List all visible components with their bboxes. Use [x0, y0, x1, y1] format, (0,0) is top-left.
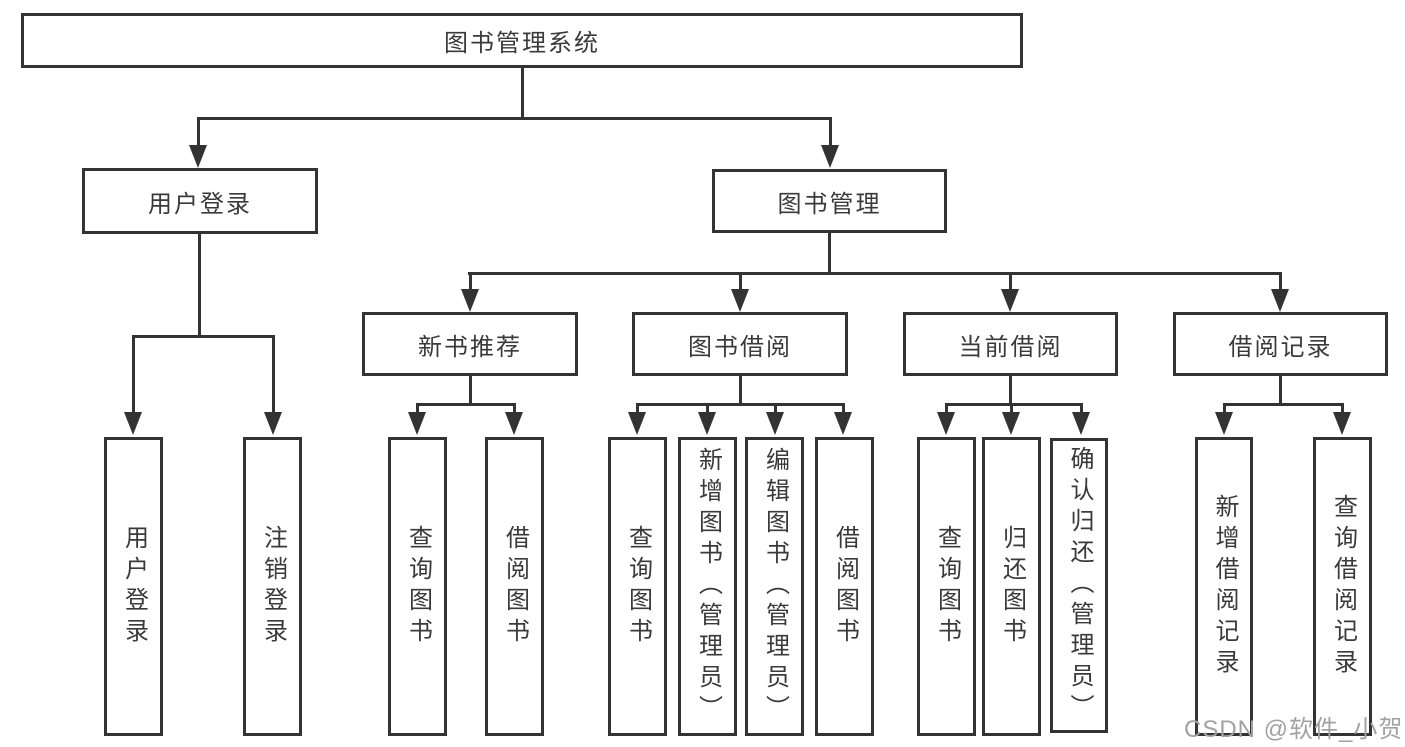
node-user-login: 用户登录 [82, 168, 318, 234]
arrow-to-book-borrow [731, 289, 749, 312]
connector-borrowrecord-down [1279, 376, 1282, 405]
connector-login-leaf2-stem [272, 335, 275, 414]
node-add-book-admin: 新增图书（管理员） [678, 437, 737, 736]
connector-root-stem [521, 68, 524, 119]
connector-newbook-leaf2-stem [513, 403, 516, 414]
arrow-to-query-borrow-record [1333, 412, 1351, 435]
connector-borrowrecord-stem [1279, 272, 1282, 292]
node-query-borrow-record: 查询借阅记录 [1313, 437, 1372, 736]
node-confirm-return-admin: 确认归还（管理员） [1050, 438, 1108, 733]
node-add-borrow-record: 新增借阅记录 [1195, 437, 1253, 736]
connector-newbook-down [469, 376, 472, 405]
connector-currentborrow-stem [1009, 272, 1012, 292]
connector-borrowrecord-rail [1223, 403, 1344, 406]
node-query-book-a: 查询图书 [388, 437, 447, 736]
node-return-book: 归还图书 [982, 437, 1041, 736]
connector-bb-leaf1-stem [636, 403, 639, 414]
connector-user-login-down [198, 234, 201, 337]
node-book-borrow: 图书借阅 [632, 312, 848, 376]
arrow-to-logout [264, 412, 282, 435]
connector-bb-leaf3-stem [774, 403, 777, 414]
node-book-management: 图书管理 [712, 169, 947, 233]
arrow-to-query-book-b [628, 412, 646, 435]
csdn-watermark: CSDN @软件_小贺同学 [1184, 716, 1405, 743]
arrow-to-book-management [821, 145, 839, 168]
arrow-to-login [124, 412, 142, 435]
connector-user-login-stem [197, 117, 200, 148]
connector-currentborrow-down [1009, 376, 1012, 405]
node-edit-book-admin: 编辑图书（管理员） [745, 437, 804, 736]
connector-newbook-rail [416, 403, 516, 406]
connector-cb-leaf1-stem [945, 403, 948, 414]
connector-bookborrow-stem [739, 272, 742, 292]
arrow-to-user-login [189, 145, 207, 168]
connector-book-mgmt-down [828, 233, 831, 274]
node-logout-leaf: 注销登录 [243, 437, 302, 736]
node-current-borrow: 当前借阅 [903, 312, 1118, 376]
arrow-to-query-book-c [937, 412, 955, 435]
node-user-login-leaf: 用户登录 [104, 437, 163, 736]
connector-login-leaf1-stem [132, 335, 135, 414]
connector-book-mgmt-stem [829, 117, 832, 148]
connector-bb-leaf2-stem [706, 403, 709, 414]
connector-bb-leaf4-stem [842, 403, 845, 414]
connector-bookborrow-down [739, 376, 742, 405]
node-borrow-book-a: 借阅图书 [485, 437, 544, 736]
arrow-to-add-borrow-record [1215, 412, 1233, 435]
arrow-to-borrow-book-b [834, 412, 852, 435]
node-library-system: 图书管理系统 [21, 13, 1023, 68]
arrow-to-add-book [698, 412, 716, 435]
arrow-to-edit-book [766, 412, 784, 435]
connector-br-leaf1-stem [1223, 403, 1226, 414]
connector-cb-leaf2-stem [1010, 403, 1013, 414]
connector-currentborrow-rail [945, 403, 1083, 406]
connector-newbook-leaf1-stem [416, 403, 419, 414]
node-new-book-recommend: 新书推荐 [362, 312, 578, 376]
connector-br-leaf2-stem [1341, 403, 1344, 414]
connector-cb-leaf3-stem [1080, 403, 1083, 414]
arrow-to-borrow-records [1271, 289, 1289, 312]
node-query-book-b: 查询图书 [608, 437, 667, 736]
connector-level2-rail [197, 117, 832, 120]
connector-newbook-stem [469, 272, 472, 292]
node-query-book-c: 查询图书 [917, 437, 976, 736]
arrow-to-borrow-book-a [505, 412, 523, 435]
arrow-to-return-book [1002, 412, 1020, 435]
connector-level3-rail [468, 272, 1282, 275]
arrow-to-current-borrow [1001, 289, 1019, 312]
arrow-to-confirm-return [1072, 412, 1090, 435]
connector-user-login-rail [132, 335, 275, 338]
arrow-to-new-book-recommend [461, 289, 479, 312]
node-borrow-book-b: 借阅图书 [815, 437, 874, 736]
connector-bookborrow-rail [636, 403, 845, 406]
node-borrow-records: 借阅记录 [1173, 312, 1388, 376]
arrow-to-query-book-a [408, 412, 426, 435]
